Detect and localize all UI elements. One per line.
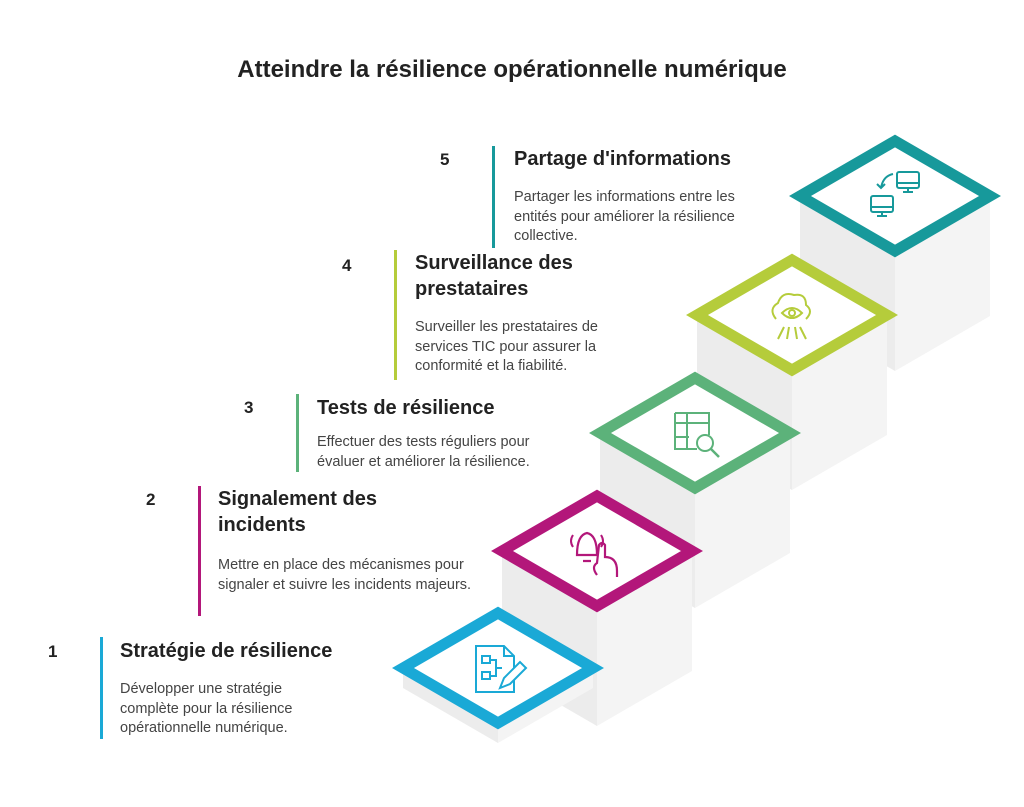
stair-step-1 — [392, 606, 604, 743]
step-accent-bar — [296, 394, 299, 472]
step-number: 4 — [342, 256, 352, 275]
step-number: 5 — [440, 150, 450, 169]
step-title: Stratégie de résilience — [120, 640, 333, 662]
step-title: Signalement des incidents — [218, 488, 377, 536]
step-description: Développer une stratégie complète pour l… — [120, 681, 293, 736]
computers-exchange-icon — [870, 171, 920, 217]
step-description: Effectuer des tests réguliers pour évalu… — [317, 434, 530, 470]
page-title: Atteindre la résilience opérationnelle n… — [237, 56, 787, 83]
step-accent-bar — [100, 637, 103, 739]
step-title: Surveillance des prestataires — [415, 252, 573, 300]
table-magnifier-icon — [674, 412, 720, 458]
step-description: Partager les informations entre les enti… — [514, 189, 735, 244]
alarm-bell-hand-icon — [570, 531, 619, 577]
step-title: Partage d'informations — [514, 148, 732, 170]
step-diamond — [789, 134, 1001, 258]
step-description: Surveiller les prestataires de services … — [415, 319, 598, 374]
cloud-eye-icon — [771, 293, 811, 340]
step-number: 1 — [48, 642, 58, 661]
step-description: Mettre en place des mécanismes pour sign… — [218, 557, 472, 593]
step-diamond — [589, 371, 801, 495]
step-number: 3 — [244, 398, 254, 417]
step-title: Tests de résilience — [317, 397, 495, 419]
step-accent-bar — [198, 486, 201, 616]
step-accent-bar — [394, 250, 397, 380]
document-flowchart-pencil-icon — [475, 645, 528, 693]
step-accent-bar — [492, 146, 495, 248]
step-number: 2 — [146, 490, 156, 509]
